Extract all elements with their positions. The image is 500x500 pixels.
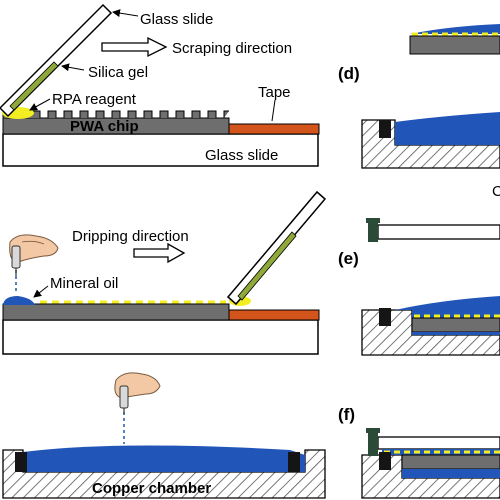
step-copper-chamber: Copper chamber <box>2 372 326 499</box>
glass-slide-top-label: Glass slide <box>140 11 213 28</box>
tape-label: Tape <box>258 84 291 101</box>
copper-chamber-label: Copper chamber <box>92 480 211 497</box>
scraping-direction-label: Scraping direction <box>172 40 292 57</box>
oil-in-chamber <box>23 445 305 472</box>
clip-left <box>15 452 27 472</box>
base-glass-slide-b <box>2 319 319 355</box>
step-scraping: Glass slide Scraping direction Silica ge… <box>0 3 320 167</box>
mineral-oil-drop <box>3 296 35 305</box>
step-dripping: Dripping direction Mineral oil <box>2 190 327 355</box>
rpa-reagent-label: RPA reagent <box>52 91 137 108</box>
dripping-direction-arrow <box>133 242 186 264</box>
panel-e-label: (e) <box>338 249 359 268</box>
panel-d-label: (d) <box>338 64 360 83</box>
tape-leader <box>271 99 276 122</box>
silica-gel-strip <box>9 61 59 111</box>
step-f-assembled <box>361 428 500 499</box>
mineral-oil-label: Mineral oil <box>50 275 118 292</box>
clip-right <box>288 452 300 472</box>
base-glass-slide <box>2 133 319 167</box>
silica-gel-leader <box>61 63 85 72</box>
assembled-chip-top <box>409 24 500 55</box>
step-e-chamber <box>361 296 500 356</box>
step-d-chamber <box>361 112 500 169</box>
mineral-oil-leader <box>33 285 49 298</box>
hand-with-pipette-c <box>114 372 161 414</box>
silica-gel-label: Silica gel <box>88 64 148 81</box>
cut-letter: C <box>492 183 500 200</box>
tape <box>228 123 320 135</box>
tape-b <box>228 309 320 321</box>
glass-slide-base-label: Glass slide <box>205 147 278 164</box>
pwa-chip-b <box>2 303 230 321</box>
silica-gel-strip-b <box>237 231 297 301</box>
pwa-chip-label: PWA chip <box>70 118 139 135</box>
step-e-top-slide <box>366 218 500 242</box>
rpa-reagent-leader <box>29 98 51 111</box>
tilted-glass-slide-b <box>226 190 327 306</box>
dripping-direction-label: Dripping direction <box>72 228 189 245</box>
scraping-direction-arrow <box>101 36 168 58</box>
chip-wells <box>2 110 229 118</box>
glass-slide-leader <box>112 9 139 18</box>
panel-f-label: (f) <box>338 405 355 424</box>
hand-with-pipette <box>9 234 59 276</box>
